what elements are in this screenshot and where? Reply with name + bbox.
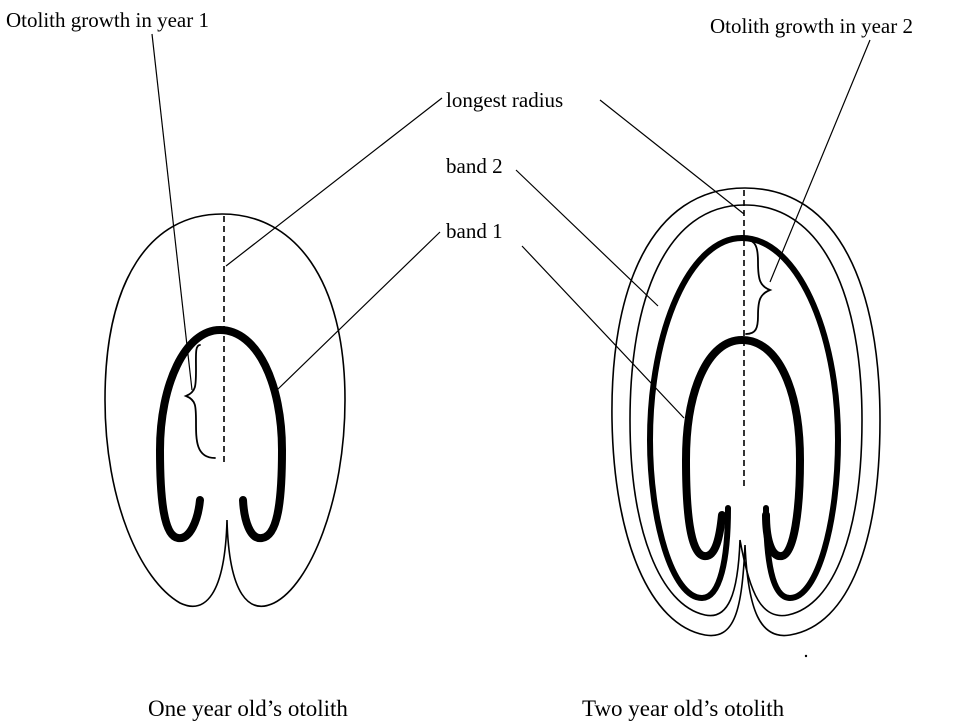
stray-dot xyxy=(805,655,807,657)
leader-growth-year1 xyxy=(152,34,192,390)
leader-band2 xyxy=(516,170,658,306)
one-year-otolith xyxy=(105,214,345,606)
one-year-growth-brace xyxy=(186,345,215,458)
one-year-outer-outline xyxy=(105,214,345,606)
label-longest-radius: longest radius xyxy=(446,88,563,112)
label-growth-year2: Otolith growth in year 2 xyxy=(710,14,913,38)
two-year-growth-brace xyxy=(746,240,770,334)
label-band-1: band 1 xyxy=(446,219,503,243)
two-year-band-1 xyxy=(686,340,800,556)
one-year-band-1 xyxy=(160,330,282,538)
leader-longest-radius-left xyxy=(226,98,442,266)
leader-band1-right xyxy=(522,246,684,418)
leader-band1-left xyxy=(277,232,440,390)
leader-longest-radius-right xyxy=(600,100,744,214)
label-band-2: band 2 xyxy=(446,154,503,178)
two-year-otolith xyxy=(612,188,880,657)
caption-one-year-otolith: One year old’s otolith xyxy=(148,696,348,721)
caption-two-year-otolith: Two year old’s otolith xyxy=(582,696,785,721)
label-growth-year1: Otolith growth in year 1 xyxy=(6,8,209,32)
